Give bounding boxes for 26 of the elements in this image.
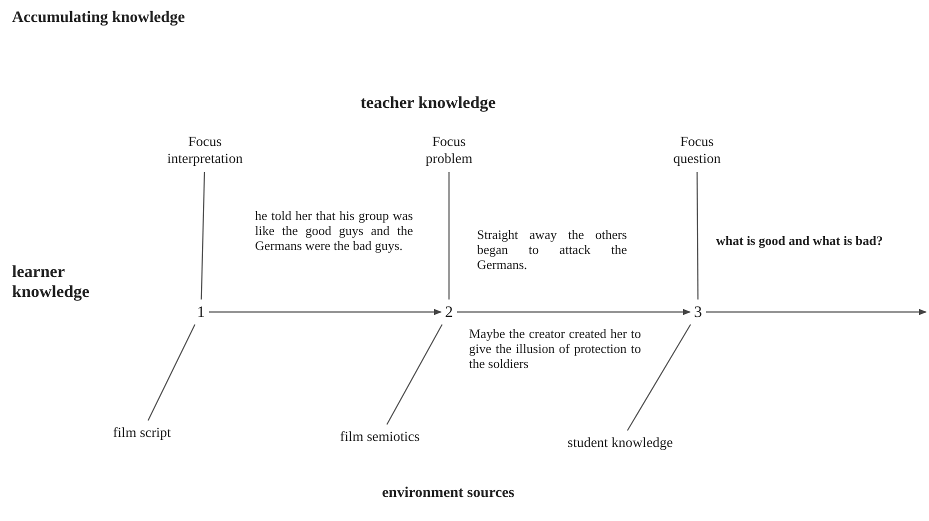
connector-line xyxy=(448,172,450,300)
connector-line xyxy=(626,324,692,431)
connector-line xyxy=(696,172,699,300)
connector-line xyxy=(200,172,206,300)
source-label: film script xyxy=(113,424,171,442)
arrow xyxy=(457,308,691,316)
focus-label: Focus interpretation xyxy=(155,134,255,168)
step-number: 3 xyxy=(694,304,702,320)
connector-line xyxy=(386,324,443,425)
step-number: 2 xyxy=(445,304,453,320)
focus-label: Focus problem xyxy=(409,134,489,168)
source-label: film semiotics xyxy=(340,428,420,446)
quote-text: Straight away the others began to attack the Germans. xyxy=(477,227,627,272)
focus-label: Focus question xyxy=(657,134,737,168)
axis-label: teacher knowledge xyxy=(360,95,496,110)
quote-text: Maybe the creator created her to give the illusion of protection to the soldiers xyxy=(469,326,641,371)
connector-line xyxy=(148,324,196,421)
arrow xyxy=(209,308,442,316)
source-label: student knowledge xyxy=(568,434,673,452)
question-text: what is good and what is bad? xyxy=(716,233,883,248)
diagram-title: Accumulating knowledge xyxy=(12,9,185,27)
axis-label: learner knowledge xyxy=(12,262,90,302)
quote-text: he told her that his group was like the good guys and the Germans were the bad guys. xyxy=(255,208,413,253)
step-number: 1 xyxy=(197,304,205,320)
axis-label: environment sources xyxy=(382,486,514,501)
arrow xyxy=(706,308,927,316)
